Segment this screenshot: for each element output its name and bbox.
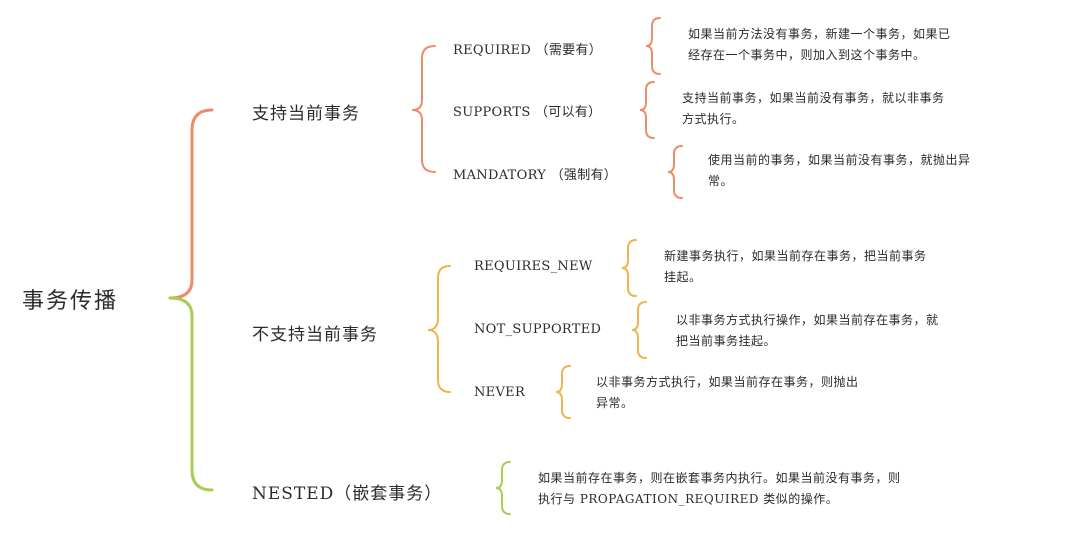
- desc-line: 经存在一个事务中，则加入到这个事务中。: [688, 48, 926, 62]
- desc-line: 执行与 PROPAGATION_REQUIRED 类似的操作。: [538, 492, 839, 506]
- desc-requires-new: 新建事务执行，如果当前存在事务，把当前事务 挂起。: [664, 246, 927, 288]
- desc-line: 如果当前方法没有事务，新建一个事务，如果已: [688, 27, 951, 41]
- category-nested-label: NESTED（嵌套事务）: [252, 484, 443, 504]
- mode-never: NEVER: [474, 385, 526, 400]
- desc-line: 以非事务方式执行，如果当前存在事务，则抛出: [596, 375, 859, 389]
- requires-new-desc-brace: [621, 239, 637, 297]
- desc-required: 如果当前方法没有事务，新建一个事务，如果已 经存在一个事务中，则加入到这个事务中…: [688, 24, 951, 66]
- root-bracket-lower: [168, 296, 214, 492]
- not-supported-desc-brace: [631, 301, 647, 359]
- mode-required: REQUIRED （需要有）: [453, 43, 603, 58]
- desc-nested: 如果当前存在事务，则在嵌套事务内执行。如果当前没有事务，则 执行与 PROPAG…: [538, 468, 901, 510]
- required-desc-brace: [645, 17, 661, 75]
- desc-line: 以非事务方式执行操作，如果当前存在事务，就: [676, 313, 939, 327]
- desc-not-supported: 以非事务方式执行操作，如果当前存在事务，就 把当前事务挂起。: [676, 310, 939, 352]
- support-bracket: [411, 45, 436, 173]
- desc-supports: 支持当前事务，如果当前没有事务，就以非事务 方式执行。: [682, 88, 945, 130]
- mode-supports: SUPPORTS （可以有）: [453, 105, 602, 120]
- desc-line: 方式执行。: [682, 112, 745, 126]
- desc-mandatory: 使用当前的事务，如果当前没有事务，就抛出异 常。: [708, 150, 971, 192]
- mode-mandatory: MANDATORY （强制有）: [453, 168, 618, 183]
- root-label: 事务传播: [22, 289, 119, 314]
- category-not-support-label: 不支持当前事务: [252, 325, 378, 345]
- nested-desc-brace: [495, 461, 511, 515]
- desc-line: 使用当前的事务，如果当前没有事务，就抛出异: [708, 153, 971, 167]
- desc-line: 挂起。: [664, 270, 702, 284]
- desc-line: 如果当前存在事务，则在嵌套事务内执行。如果当前没有事务，则: [538, 471, 901, 485]
- desc-line: 异常。: [596, 396, 634, 410]
- desc-line: 支持当前事务，如果当前没有事务，就以非事务: [682, 91, 945, 105]
- desc-line: 常。: [708, 174, 734, 188]
- desc-never: 以非事务方式执行，如果当前存在事务，则抛出 异常。: [596, 372, 859, 414]
- mode-not-supported: NOT_SUPPORTED: [474, 322, 602, 337]
- not-support-bracket: [427, 265, 451, 393]
- mode-requires-new: REQUIRES_NEW: [474, 259, 593, 274]
- mandatory-desc-brace: [667, 145, 683, 199]
- root-bracket-upper: [168, 108, 214, 300]
- never-desc-brace: [555, 365, 571, 419]
- supports-desc-brace: [639, 81, 655, 139]
- desc-line: 新建事务执行，如果当前存在事务，把当前事务: [664, 249, 927, 263]
- desc-line: 把当前事务挂起。: [676, 334, 777, 348]
- category-support-label: 支持当前事务: [252, 104, 360, 124]
